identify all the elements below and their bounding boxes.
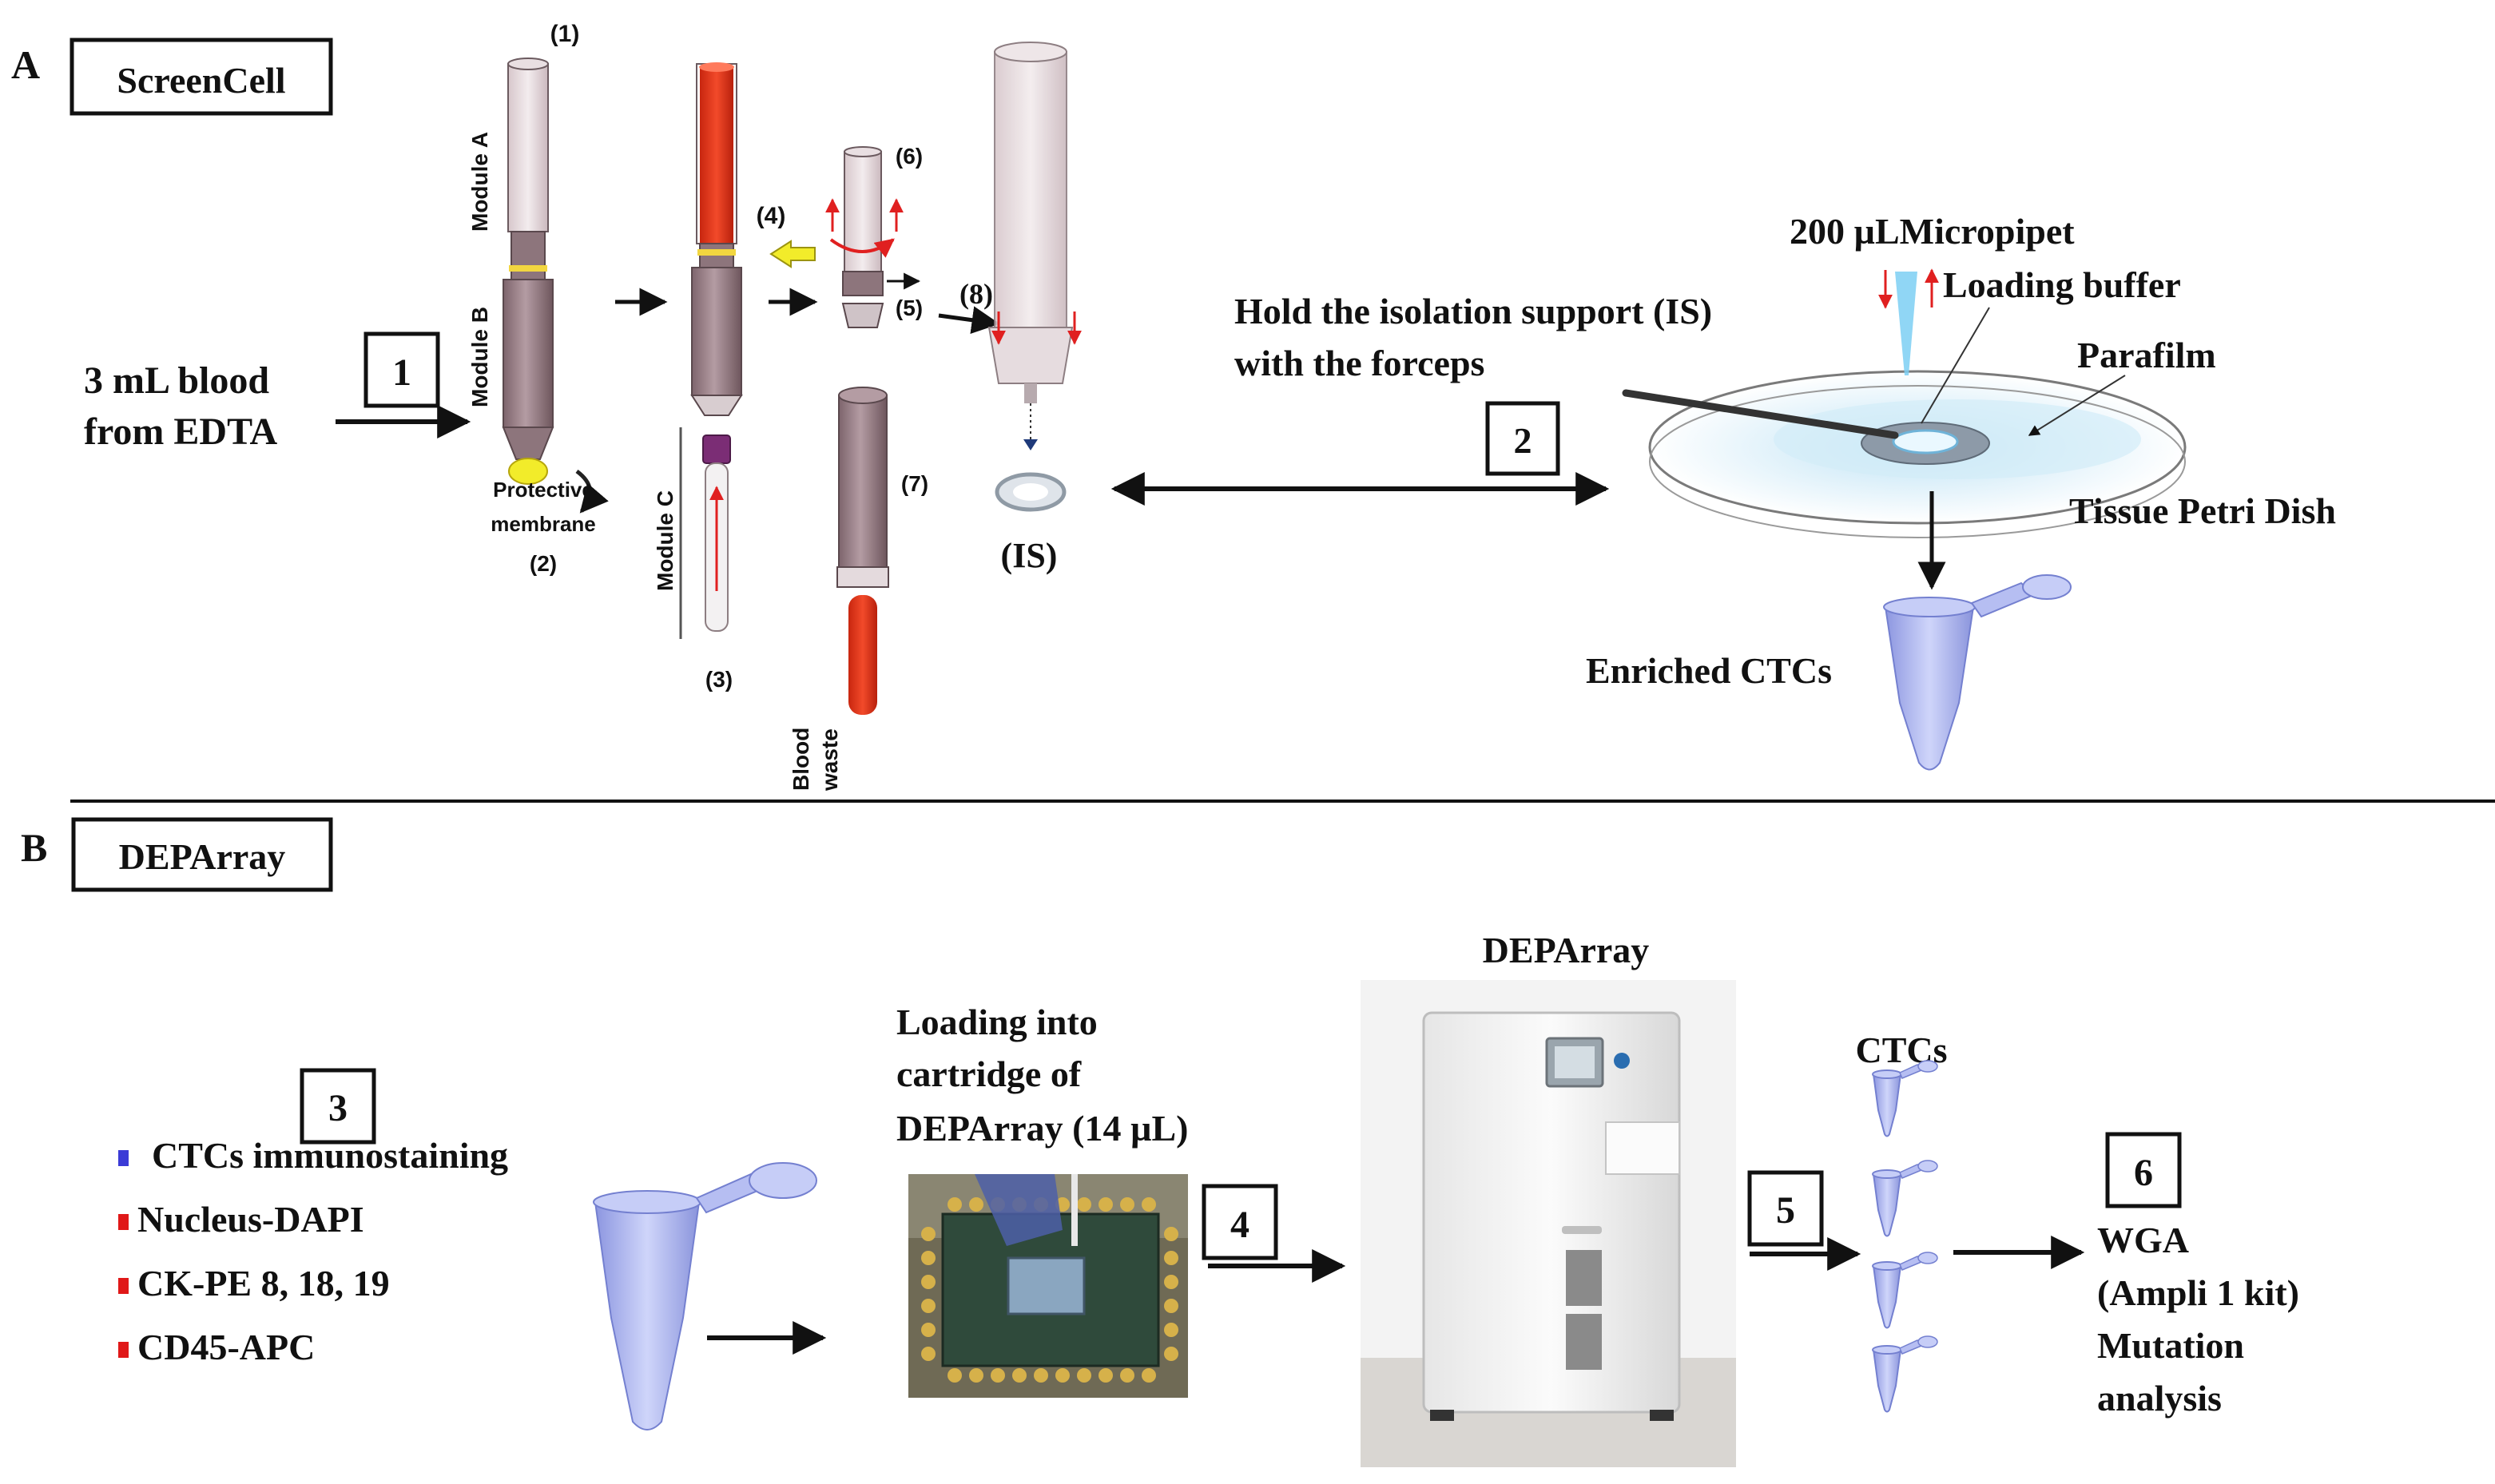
ctc-tube-0: [1872, 1060, 1938, 1137]
parafilm-label: Parafilm: [2077, 335, 2216, 375]
protective-membrane-cap: [508, 458, 548, 485]
blood-input-line1: 3 mL blood: [84, 359, 269, 402]
marker-swatch-1: [118, 1214, 129, 1230]
label-n4: (4): [757, 203, 786, 229]
arrow-n8: [938, 306, 1000, 335]
label-n3: (3): [705, 667, 733, 692]
panel-a-letter: A: [11, 42, 40, 87]
yellow-arrow-icon: [769, 240, 816, 268]
step-5-label: 5: [1776, 1189, 1795, 1232]
petri-dish: [1622, 370, 2187, 538]
ctc-tube-2: [1872, 1252, 1938, 1329]
label-blood-waste-2: waste: [817, 728, 842, 792]
enriched-ctcs-label: Enriched CTCs: [1586, 650, 1832, 691]
marker-swatch-2: [118, 1278, 129, 1294]
step-1-box: [364, 331, 440, 408]
step-3-label: 3: [328, 1087, 348, 1129]
label-blood-waste-1: Blood: [789, 728, 813, 791]
step-5-box: [1747, 1170, 1824, 1247]
screencell-device-filled: [690, 62, 743, 416]
marker-swatch-3: [118, 1342, 129, 1358]
loading-line1: Loading into: [896, 1002, 1098, 1042]
label-module-a: Module A: [467, 132, 492, 232]
label-n7: (7): [901, 471, 928, 496]
marker-label-3: CD45-APC: [137, 1327, 315, 1367]
step-6-label: 6: [2134, 1152, 2153, 1194]
membrane-remove-arrow: [575, 469, 609, 514]
step-6-box: [2105, 1132, 2182, 1208]
label-protective-2: membrane: [491, 512, 596, 536]
panel-b-title: DEPArray: [119, 836, 286, 877]
label-n1: (1): [550, 21, 580, 47]
deparray-instrument-photo: [1361, 980, 1736, 1467]
marker-label-0: CTCs immunostaining: [152, 1135, 508, 1176]
panel-a-title: ScreenCell: [117, 60, 285, 101]
output-line3: Mutation: [2097, 1325, 2244, 1366]
micropipet-tip: [1895, 272, 1917, 375]
step-2-label: 2: [1514, 420, 1532, 461]
output-line4: analysis: [2097, 1378, 2222, 1419]
label-module-c: Module C: [653, 490, 677, 591]
loading-line3: DEPArray (14 µL): [896, 1108, 1188, 1149]
instrument-label: DEPArray: [1483, 930, 1650, 970]
marker-label-1: Nucleus-DAPI: [137, 1199, 364, 1240]
ctc-tubes-group: [1872, 1060, 1938, 1413]
micropipet-label: 200 µLMicropipet: [1790, 211, 2075, 252]
loading-buffer-label: Loading buffer: [1943, 264, 2181, 305]
cartridge-photo: [908, 1174, 1188, 1398]
step-4-label: 4: [1230, 1204, 1249, 1246]
output-line2: (Ampli 1 kit): [2097, 1272, 2299, 1313]
step-4-box: [1202, 1184, 1278, 1260]
label-module-b: Module B: [467, 307, 492, 407]
step-1-label: 1: [392, 351, 411, 394]
petri-label: Tissue Petri Dish: [2069, 490, 2336, 531]
label-is: (IS): [1001, 536, 1058, 575]
label-n8: (8): [959, 278, 993, 310]
panel-b-letter: B: [21, 825, 47, 870]
output-line1: WGA: [2097, 1220, 2189, 1260]
panel-b-title-box: [71, 817, 333, 892]
screencell-disassembly: [825, 146, 904, 715]
label-protective-1: Protective: [493, 478, 594, 502]
screencell-device-assembled: [502, 58, 554, 485]
label-n6: (6): [896, 144, 923, 169]
hold-text-line2: with the forceps: [1234, 343, 1484, 383]
label-n5: (5): [896, 296, 923, 320]
step-3-box: [300, 1068, 376, 1145]
forceps: [1622, 389, 1899, 439]
loading-buffer-pointer: [1921, 307, 1990, 424]
ctc-tube-1: [1872, 1160, 1938, 1237]
isolation-support-assembly: [987, 42, 1082, 512]
blood-input-line2: from EDTA: [84, 411, 278, 453]
marker-label-2: CK-PE 8, 18, 19: [137, 1263, 390, 1303]
eppendorf-tube-stained: [593, 1162, 817, 1430]
hold-text-line1: Hold the isolation support (IS): [1234, 291, 1712, 331]
loading-line2: cartridge of: [896, 1053, 1082, 1094]
panel-a-title-box: [70, 38, 333, 116]
eppendorf-tube-enriched: [1883, 574, 2072, 771]
step-2-box: [1485, 401, 1560, 476]
label-n2: (2): [530, 551, 557, 576]
marker-swatch-0: [118, 1150, 129, 1166]
module-c-vacuum-tube: [679, 427, 731, 639]
parafilm-pointer: [2028, 375, 2126, 436]
ctc-tube-3: [1872, 1335, 1938, 1413]
